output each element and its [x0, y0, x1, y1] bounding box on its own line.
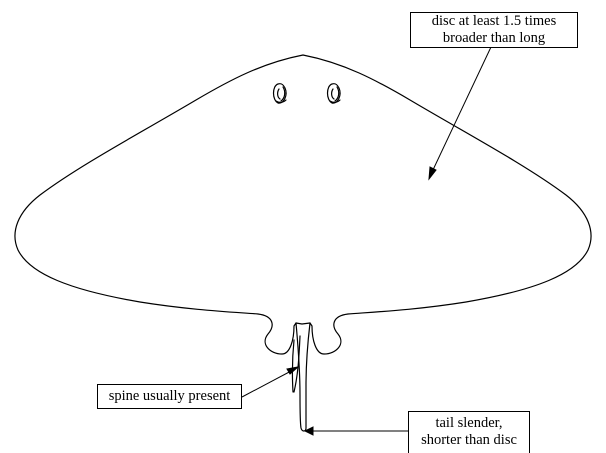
disc-shape-label: disc at least 1.5 times broader than lon…	[410, 12, 578, 48]
disc-label-line-1: disc at least 1.5 times	[411, 13, 577, 30]
tail-label: tail slender, shorter than disc	[408, 411, 530, 453]
tail-label-line-1: tail slender,	[409, 415, 529, 432]
disc-arrowhead	[429, 167, 436, 179]
tail-label-line-2: shorter than disc	[409, 432, 529, 449]
tail	[296, 323, 310, 431]
right-eye	[328, 84, 341, 103]
spine-leader-line	[242, 370, 293, 397]
disc-leader-line	[432, 47, 491, 172]
disc-outline	[15, 55, 591, 354]
spine-label: spine usually present	[97, 384, 242, 409]
spine-label-line-1: spine usually present	[98, 388, 241, 405]
left-eye	[274, 84, 287, 103]
disc-label-line-2: broader than long	[411, 30, 577, 47]
